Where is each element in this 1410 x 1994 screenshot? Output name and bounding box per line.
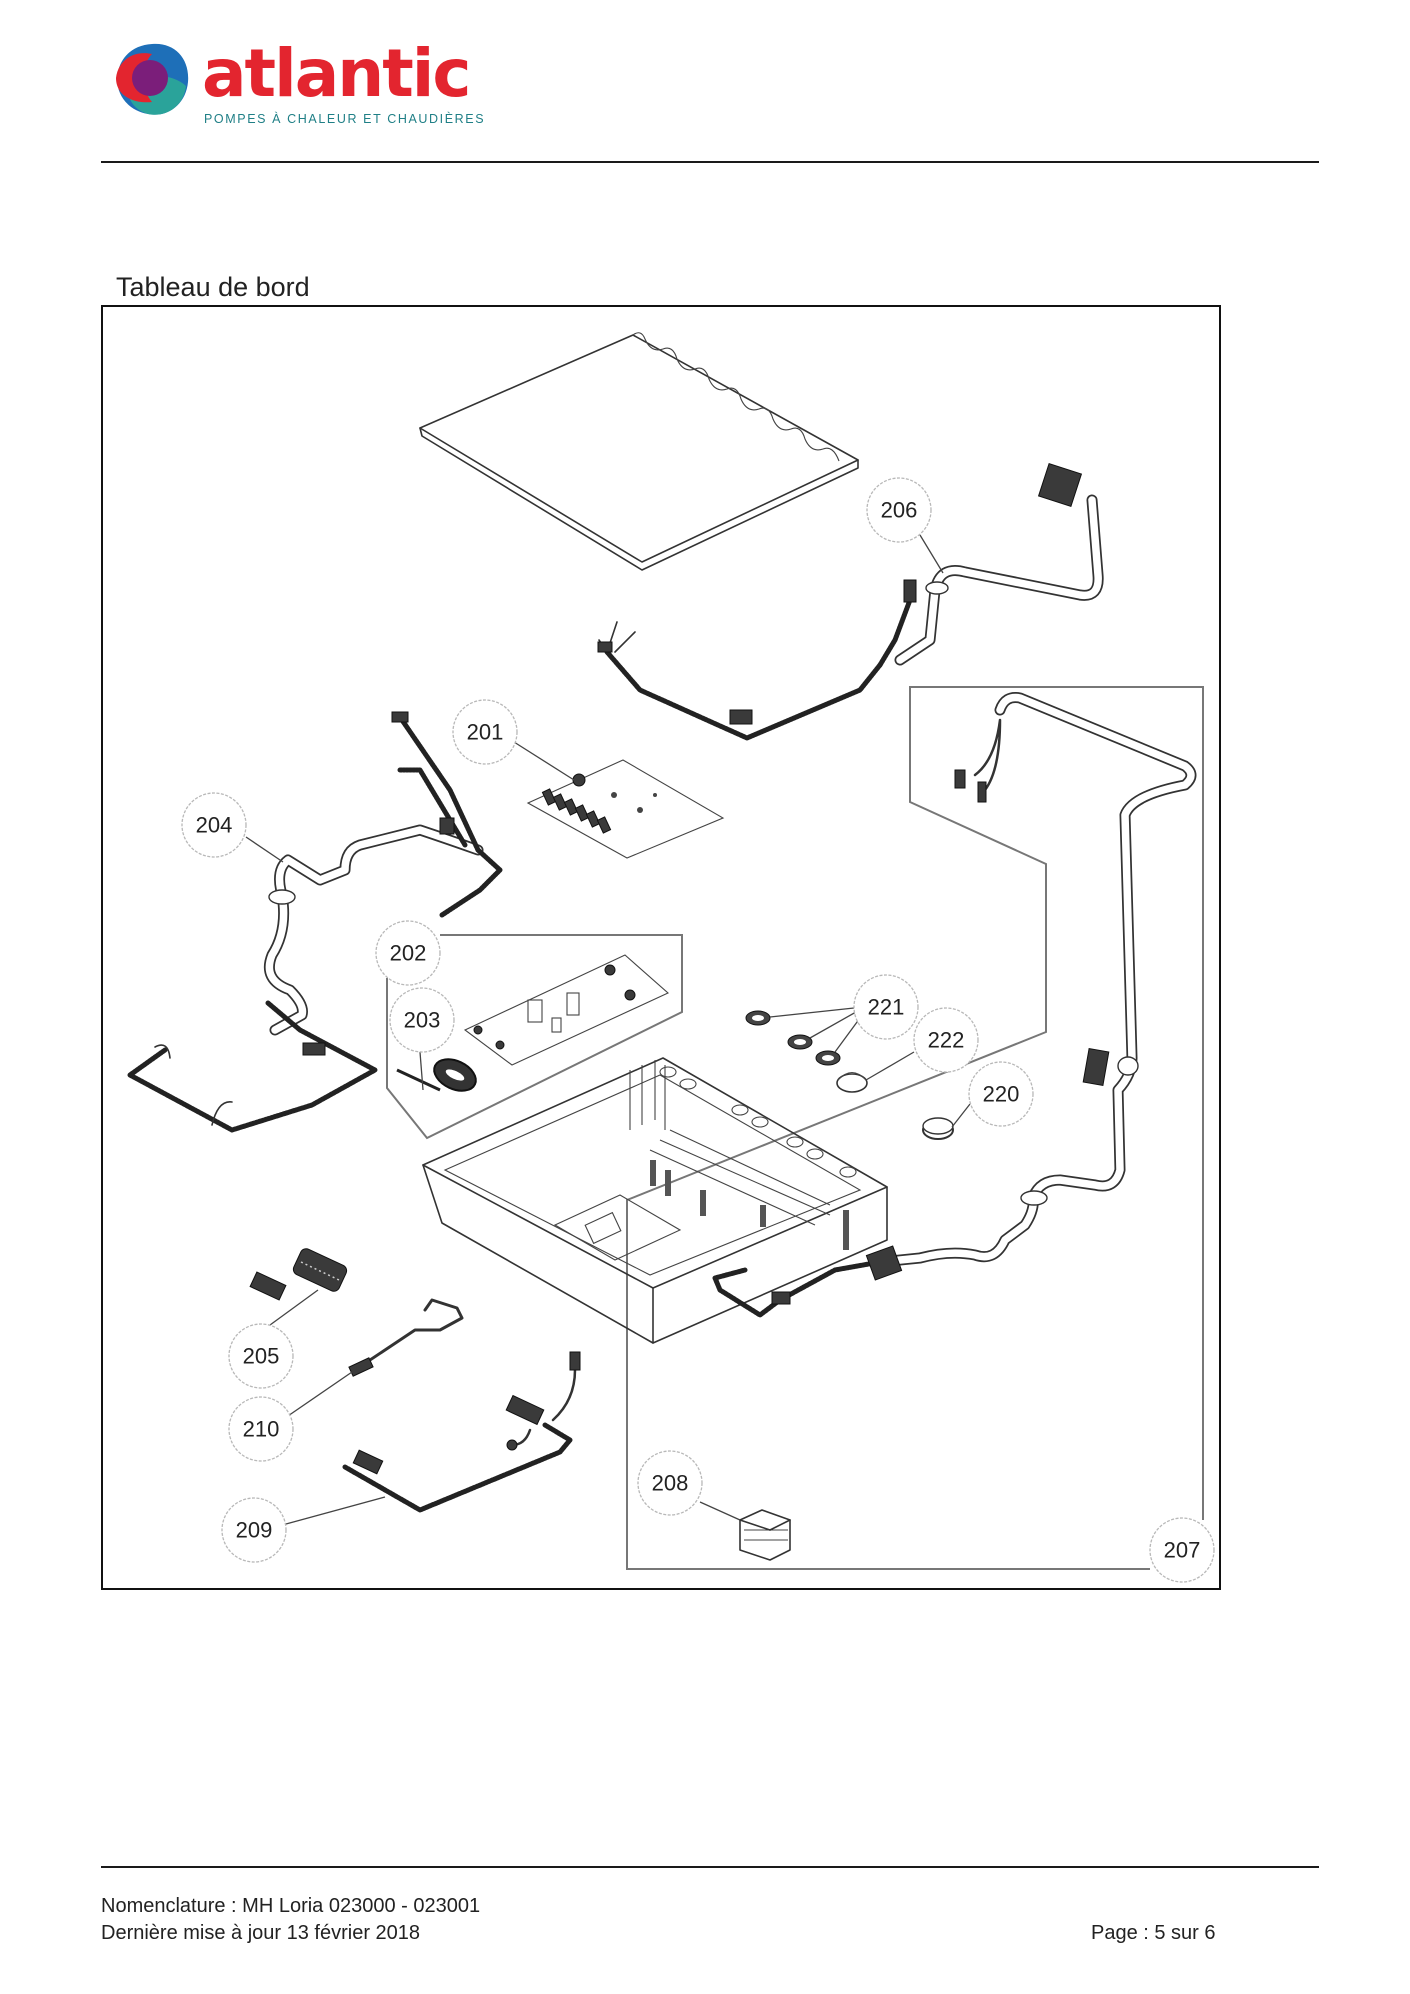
svg-text:202: 202 <box>390 941 427 966</box>
callout-210: 210 <box>228 1396 294 1462</box>
svg-text:201: 201 <box>467 720 504 745</box>
footer-nomenclature: Nomenclature : MH Loria 023000 - 023001 <box>101 1895 481 1917</box>
subframe-207 <box>626 686 1204 1570</box>
cable-210 <box>348 1298 464 1377</box>
svg-text:222: 222 <box>928 1028 965 1053</box>
callout-220: 220 <box>968 1061 1034 1127</box>
header-rule <box>101 161 1319 163</box>
subframe-202 <box>386 934 683 1140</box>
ferrite-203 <box>396 1058 477 1092</box>
connector-205 <box>249 1248 348 1301</box>
harness-206 <box>597 462 1104 741</box>
page-number: Page : 5 sur 6 <box>1091 1922 1216 1944</box>
footer-rule <box>101 1866 1319 1868</box>
atlantic-logo-icon <box>116 43 189 115</box>
relay-208 <box>739 1509 791 1561</box>
svg-text:208: 208 <box>652 1471 689 1496</box>
svg-text:205: 205 <box>243 1344 280 1369</box>
callout-202: 202 <box>375 920 441 986</box>
callout-204: 204 <box>181 792 247 858</box>
top-cover-plate <box>419 332 859 571</box>
control-box-housing <box>422 1057 888 1344</box>
callout-221: 221 <box>853 974 919 1040</box>
callout-205: 205 <box>228 1323 294 1389</box>
svg-text:220: 220 <box>983 1082 1020 1107</box>
svg-text:207: 207 <box>1164 1538 1201 1563</box>
callout-222: 222 <box>913 1007 979 1073</box>
callout-208: 208 <box>637 1450 703 1516</box>
callout-203: 203 <box>389 987 455 1053</box>
circuit-board-201 <box>526 759 725 859</box>
callout-201: 201 <box>452 699 518 765</box>
svg-text:204: 204 <box>196 813 233 838</box>
svg-text:209: 209 <box>236 1518 273 1543</box>
brand-name: atlantic <box>202 35 472 112</box>
section-title: Tableau de bord <box>116 272 310 302</box>
grommets-221 <box>745 1010 841 1066</box>
footer-last-updated: Dernière mise à jour 13 février 2018 <box>101 1922 421 1944</box>
brand-tagline: POMPES À CHALEUR ET CHAUDIÈRES <box>204 112 486 126</box>
harness-207 <box>712 692 1197 1318</box>
diagram-frame <box>101 305 1221 1590</box>
callout-207: 207 <box>1149 1517 1215 1583</box>
atlantic-logo: atlantic POMPES À CHALEUR ET CHAUDIÈRES <box>112 35 492 134</box>
harness-209 <box>342 1351 581 1513</box>
cap-220 <box>922 1117 954 1140</box>
callout-206: 206 <box>866 477 932 543</box>
svg-text:206: 206 <box>881 498 918 523</box>
callout-209: 209 <box>221 1497 287 1563</box>
svg-text:210: 210 <box>243 1417 280 1442</box>
harness-204 <box>127 711 503 1133</box>
plug-222 <box>836 1071 868 1093</box>
leader-lines <box>245 534 971 1525</box>
control-board-202 <box>463 954 669 1066</box>
svg-text:203: 203 <box>404 1008 441 1033</box>
svg-text:221: 221 <box>868 995 905 1020</box>
